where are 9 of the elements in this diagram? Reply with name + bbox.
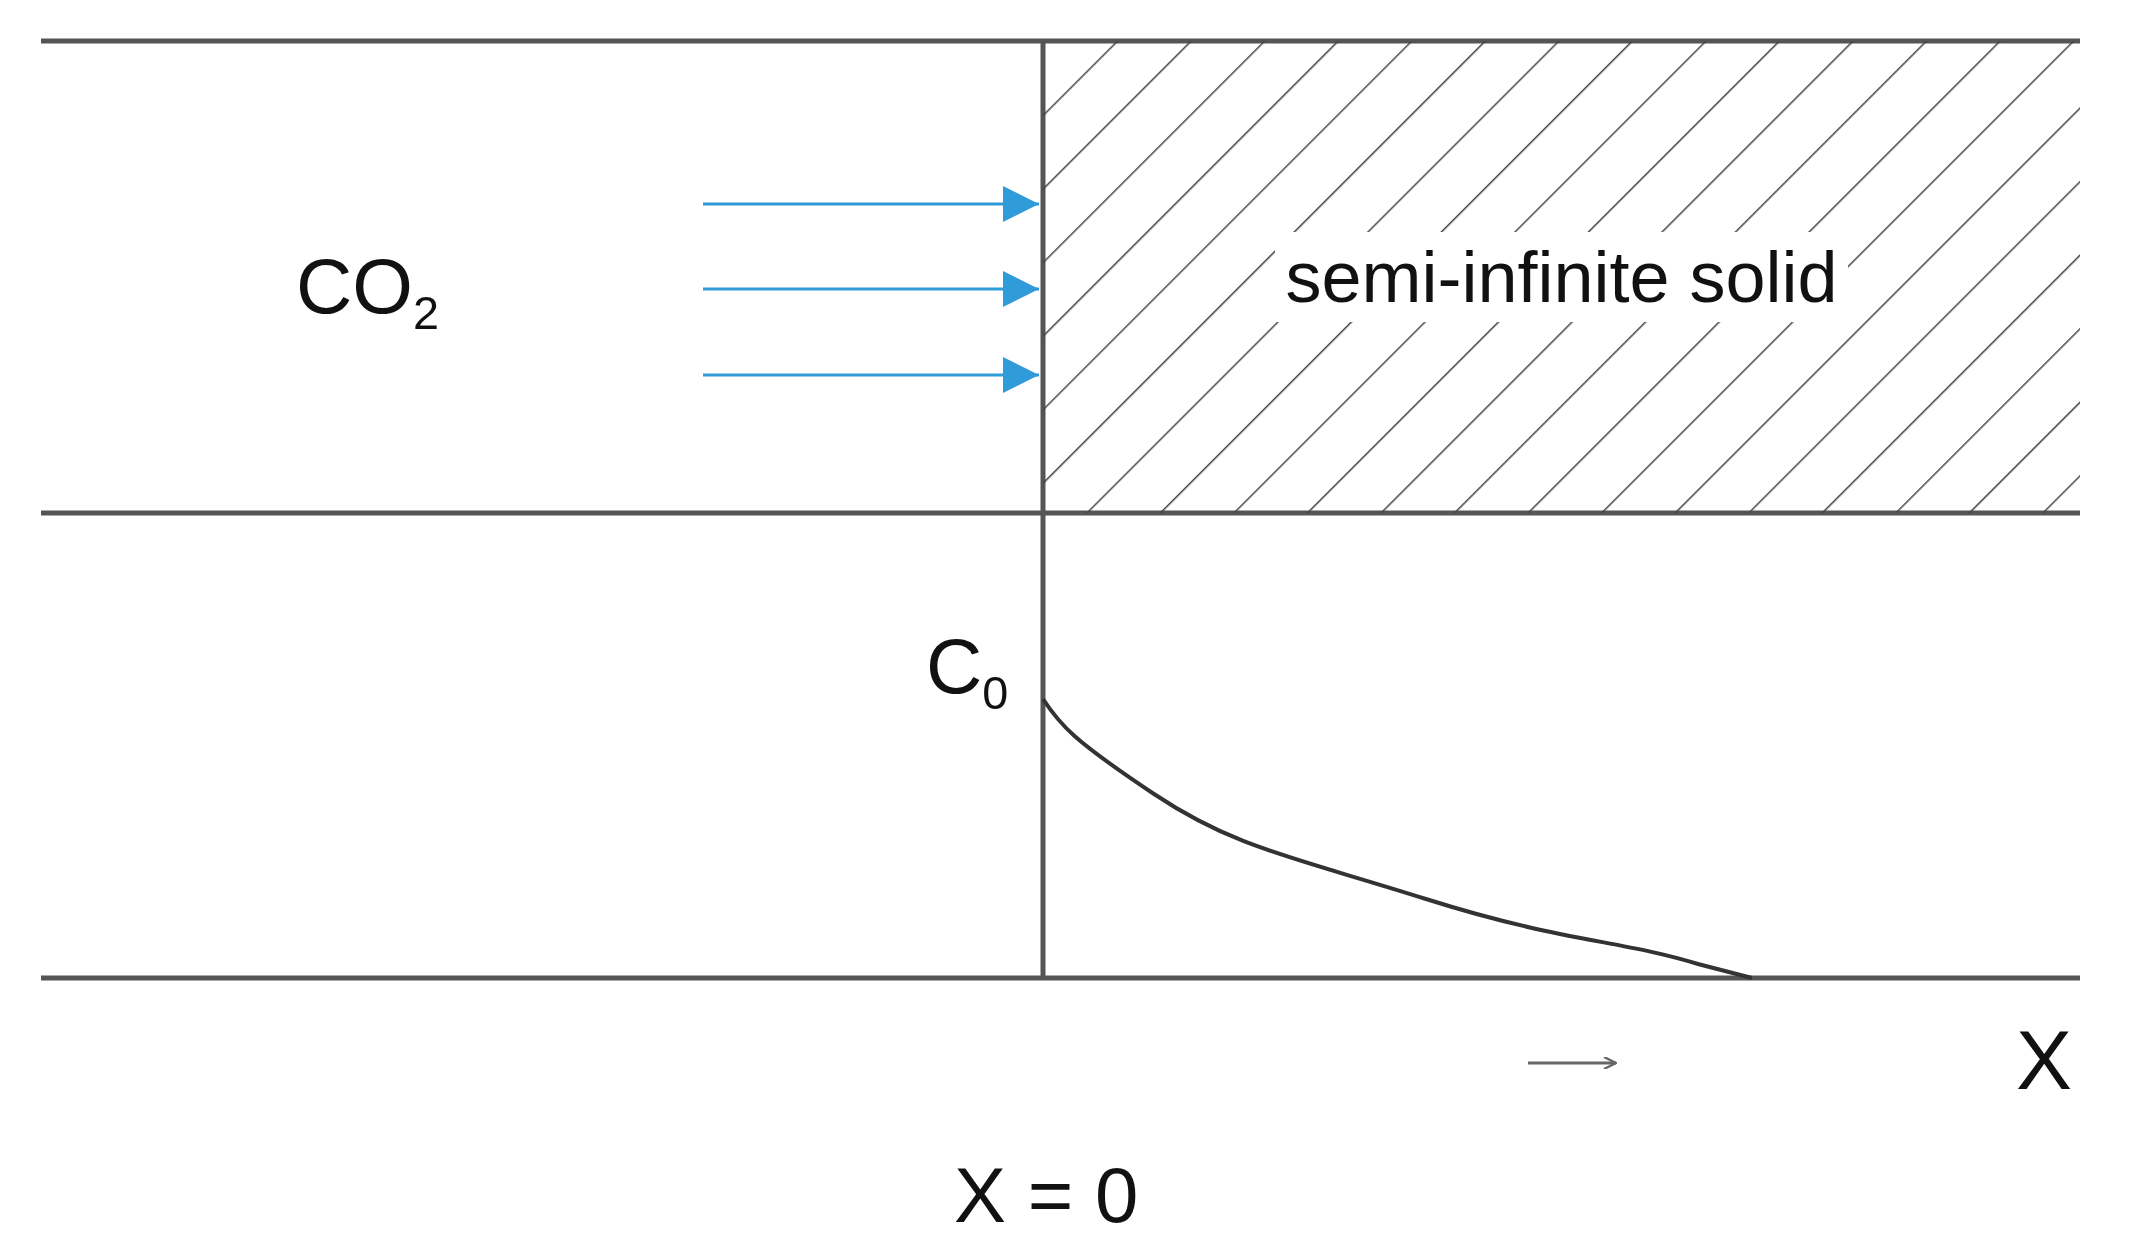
arrow — [703, 357, 1039, 393]
hatched-region — [1043, 41, 2080, 513]
gas-label: CO$_{2}$ — [240, 240, 495, 344]
concentration-label: C$_{0}$ — [926, 627, 1009, 718]
arrow — [703, 186, 1039, 222]
region-label: semi-infinite solid — [1275, 232, 1848, 322]
axis-label: X — [2016, 1018, 2073, 1102]
arrow — [703, 271, 1039, 307]
position-label: X = 0 — [954, 1156, 1139, 1234]
